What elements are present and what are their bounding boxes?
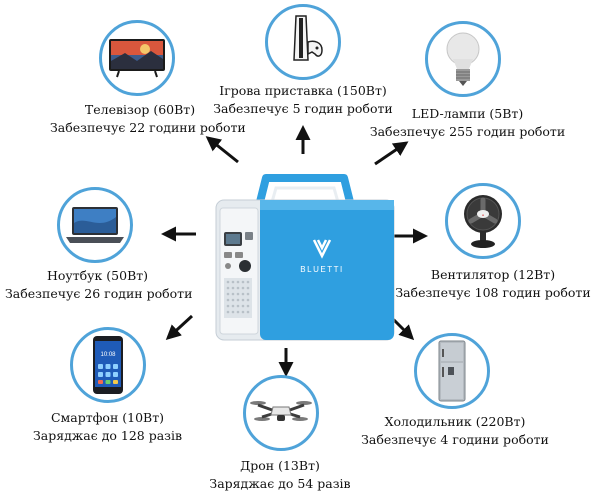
drone-icon: [250, 401, 312, 421]
tv-name: Телевізор (60Вт): [84, 102, 196, 117]
laptop-label: Ноутбук (50Вт) Забезпечує 26 годин робот…: [5, 267, 193, 303]
game-console-icon: [293, 15, 323, 61]
fan-name: Вентилятор (12Вт): [430, 267, 556, 282]
svg-text:●: ●: [482, 213, 484, 217]
fridge-label: Холодильник (220Вт) Забезпечує 4 години …: [355, 413, 555, 449]
laptop-name: Ноутбук (50Вт): [46, 268, 149, 283]
bluetti-logo-icon: [312, 239, 332, 259]
fridge-circle: [414, 333, 490, 409]
console-label: Ігрова приставка (150Вт) Забезпечує 5 го…: [208, 82, 398, 118]
arrow-to-lamp: [374, 141, 409, 166]
phone-info: Заряджає до 128 разів: [32, 428, 183, 443]
fridge-name: Холодильник (220Вт): [384, 414, 526, 429]
lamp-info: Забезпечує 255 годин роботи: [369, 124, 566, 139]
phone-label: Смартфон (10Вт) Заряджає до 128 разів: [15, 409, 200, 445]
power-station-image: BLUETTI: [215, 174, 395, 341]
tv-icon: [109, 39, 165, 78]
fan-icon: ●: [464, 195, 502, 248]
lamp-circle: [425, 21, 501, 97]
tv-info: Забезпечує 22 години роботи: [50, 120, 246, 135]
drone-info: Заряджає до 54 разів: [209, 476, 351, 491]
fridge-info: Забезпечує 4 години роботи: [361, 432, 549, 447]
drone-circle: [243, 375, 319, 451]
lamp-name: LED-лампи (5Вт): [411, 106, 524, 121]
svg-text:10:08: 10:08: [100, 352, 116, 358]
laptop-icon: [66, 207, 124, 243]
smartphone-icon: 10:08: [93, 336, 123, 394]
lamp-label: LED-лампи (5Вт) Забезпечує 255 годин роб…: [365, 105, 570, 141]
laptop-info: Забезпечує 26 годин роботи: [5, 286, 193, 301]
console-name: Ігрова приставка (150Вт): [219, 83, 387, 98]
phone-name: Смартфон (10Вт): [50, 410, 165, 425]
fan-info: Забезпечує 108 годин роботи: [395, 285, 591, 300]
drone-label: Дрон (13Вт) Заряджає до 54 разів: [190, 457, 370, 493]
arrow-to-phone: [165, 314, 194, 341]
laptop-circle: [57, 187, 133, 263]
fan-label: Вентилятор (12Вт) Забезпечує 108 годин р…: [393, 266, 593, 302]
console-info: Забезпечує 5 годин роботи: [213, 101, 393, 116]
tv-label: Телевізор (60Вт) Забезпечує 22 години ро…: [50, 101, 246, 137]
console-circle: [265, 4, 341, 80]
drone-name: Дрон (13Вт): [240, 458, 320, 473]
light-bulb-icon: [446, 32, 480, 86]
fan-circle: ●: [445, 183, 521, 259]
phone-circle: 10:08: [70, 327, 146, 403]
fridge-icon: [438, 340, 466, 402]
brand-label: BLUETTI: [300, 265, 343, 274]
tv-circle: [99, 20, 175, 96]
arrow-to-tv: [205, 136, 239, 164]
